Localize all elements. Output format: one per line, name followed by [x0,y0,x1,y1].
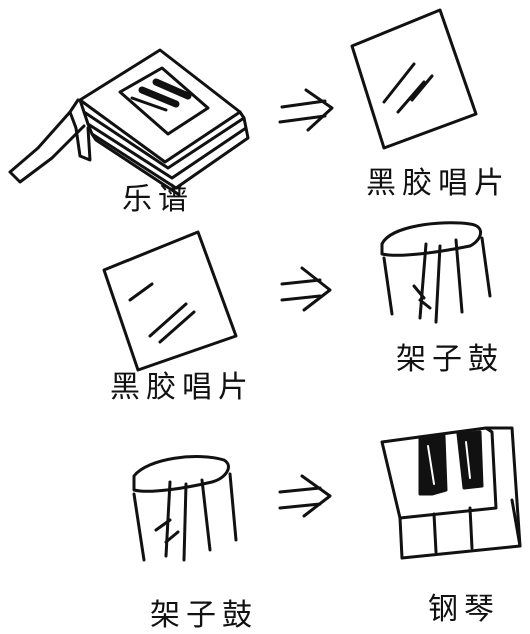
label-vinyl-record: 黑胶唱片 [366,166,510,201]
sheet-music-book-icon [8,48,250,196]
drum-icon [132,455,238,562]
arrow-icon [278,474,332,518]
vinyl-record-icon [350,8,478,150]
label-piano: 钢琴 [428,592,500,627]
drum-icon [380,221,492,324]
arrow-icon [278,88,334,132]
label-vinyl-record: 黑胶唱片 [110,370,254,405]
piano-keys-icon [380,426,522,560]
vinyl-record-icon [102,230,238,372]
label-drum-kit: 架子鼓 [396,342,504,377]
label-drum-kit: 架子鼓 [150,598,258,633]
arrow-icon [280,266,332,312]
label-sheet-music: 乐谱 [122,182,194,217]
